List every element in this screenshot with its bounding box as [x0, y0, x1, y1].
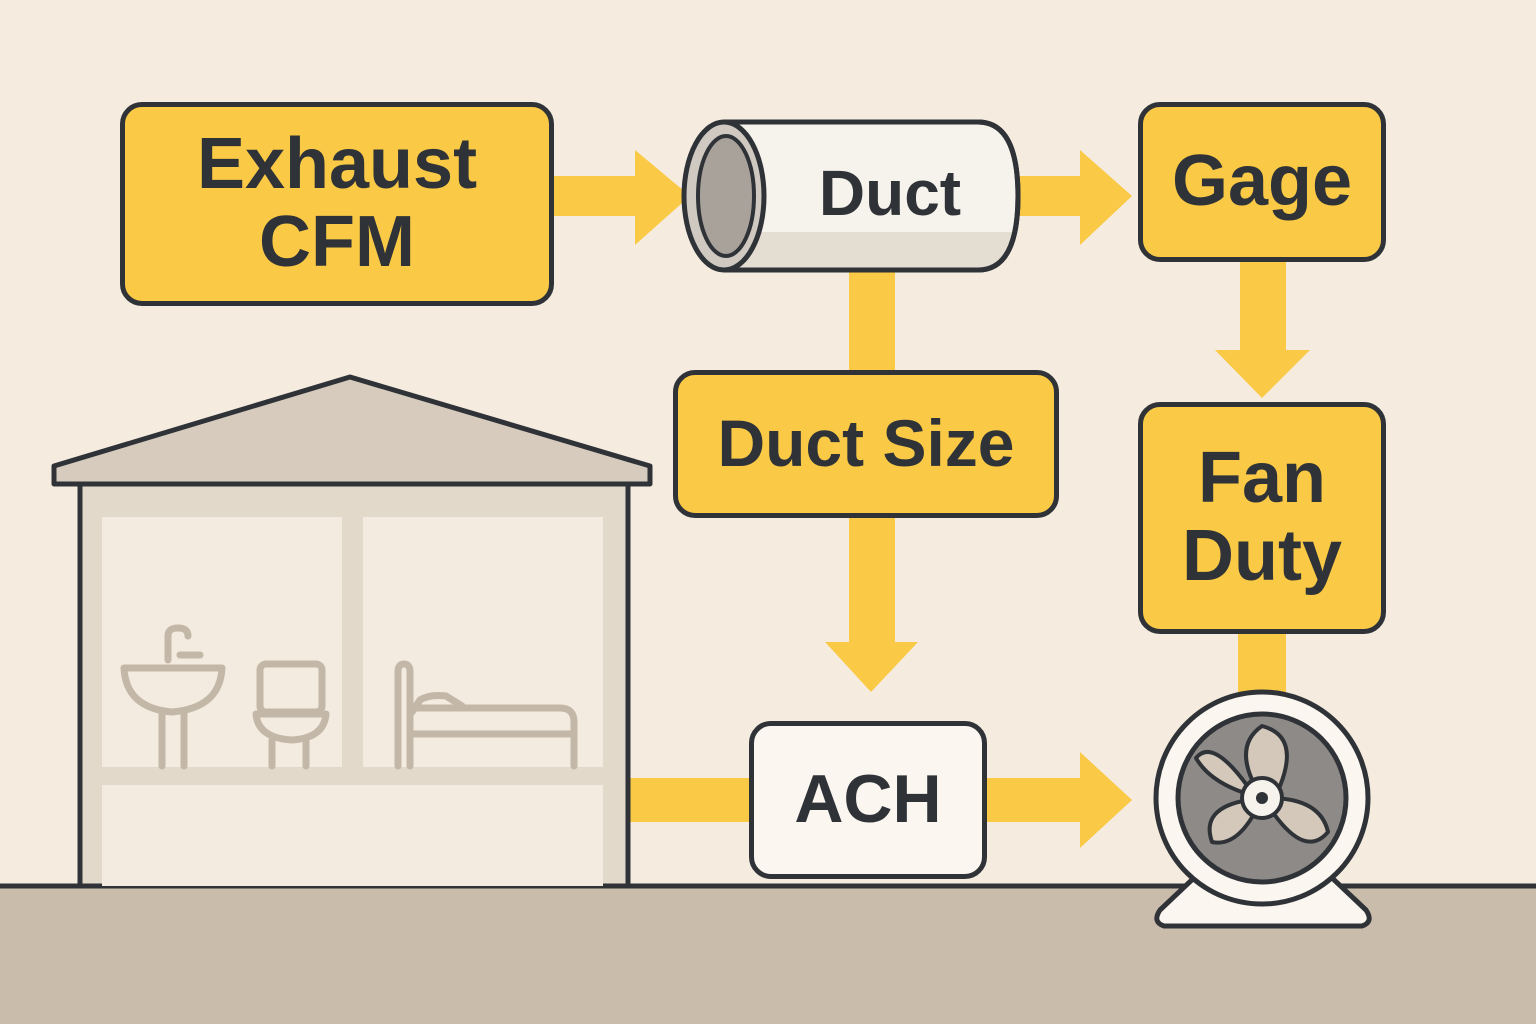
bed-icon: [394, 660, 578, 770]
node-exhaust-cfm: Exhaust CFM: [120, 102, 554, 306]
sink-icon: [120, 624, 226, 770]
node-duct-size: Duct Size: [673, 370, 1059, 518]
arrow-fan-duty-to-fan: [1238, 630, 1286, 692]
node-fan-duty-line1: Fan: [1197, 438, 1326, 519]
node-gage: Gage: [1138, 102, 1386, 262]
node-exhaust-cfm-line1: Exhaust: [196, 124, 478, 205]
arrow-exhaust-to-duct: [552, 150, 690, 245]
node-duct-label: Duct: [818, 157, 962, 229]
arrow-house-to-ach: [628, 778, 753, 822]
node-fan-duty: Fan Duty: [1138, 402, 1386, 634]
node-fan-duty-line2: Duty: [1182, 516, 1342, 596]
node-ach-label: ACH: [794, 761, 942, 838]
arrow-duct-to-duct-size: [849, 272, 895, 374]
node-exhaust-cfm-line2: CFM: [259, 202, 415, 282]
duct-pipe-icon: [681, 119, 1021, 273]
arrow-ach-to-fan: [985, 752, 1132, 848]
node-gage-label: Gage: [1171, 141, 1353, 222]
node-ach: ACH: [749, 721, 987, 879]
toilet-icon: [252, 660, 330, 770]
arrow-duct-to-gage: [1015, 150, 1132, 245]
fan-icon: [1153, 689, 1372, 929]
house-icon: [51, 374, 653, 889]
arrow-duct-size-to-ach: [825, 516, 918, 692]
node-duct-size-label: Duct Size: [717, 406, 1015, 481]
arrow-gage-to-fan-duty: [1215, 262, 1310, 398]
